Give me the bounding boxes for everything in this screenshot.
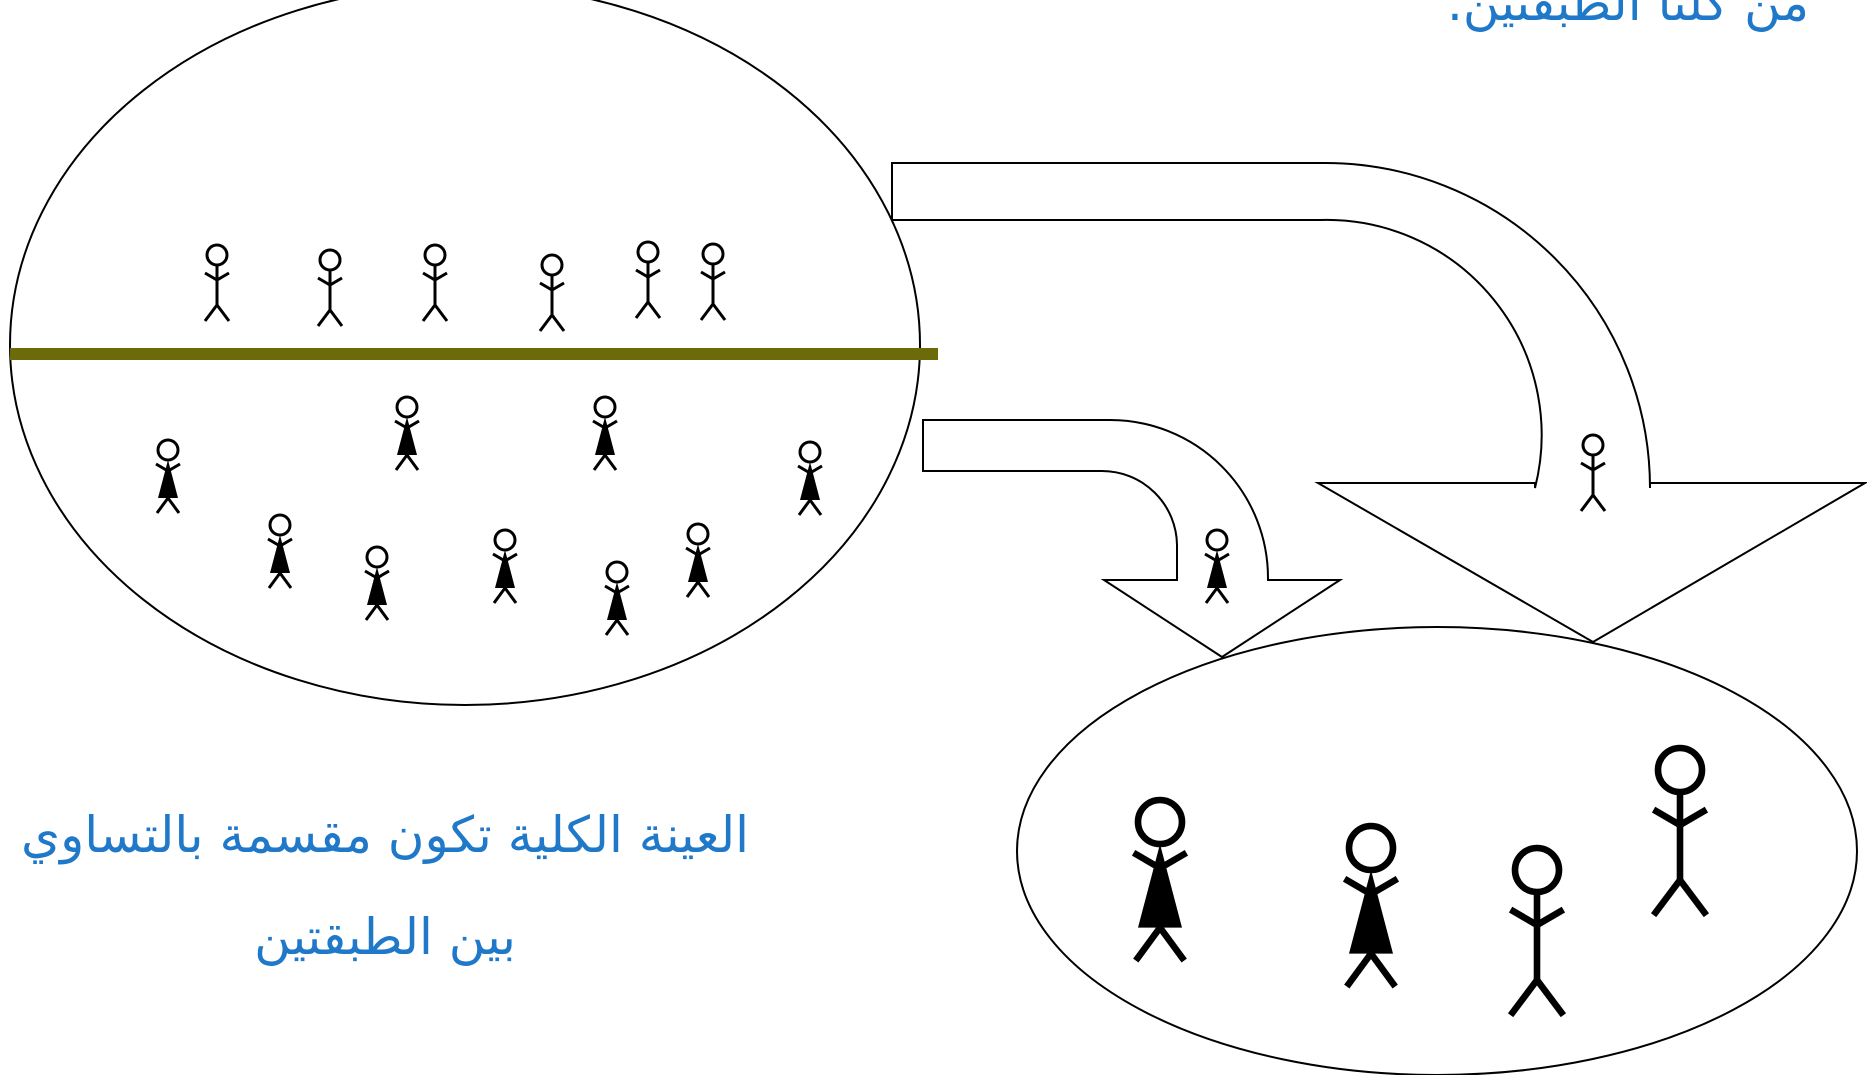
population-female-figure: [267, 513, 293, 589]
sample-female-figure: [1342, 822, 1400, 989]
people-figures: [155, 240, 1710, 1018]
population-female-figure: [592, 395, 618, 471]
transit-male-figure: [1579, 433, 1607, 512]
top-text-fragment: من كلتا الطبقتين.: [1447, 0, 1809, 32]
population-female-figure: [364, 545, 390, 621]
sample-male-figure: [1650, 744, 1710, 918]
population-male-figure: [634, 240, 662, 319]
sample-ellipse: [1016, 626, 1858, 1075]
population-female-figure: [394, 395, 420, 471]
small-arrow: [922, 419, 1344, 659]
sample-female-figure: [1131, 796, 1189, 963]
population-female-figure: [685, 522, 711, 598]
population-female-figure: [797, 440, 823, 516]
population-male-figure: [699, 242, 727, 321]
transit-female-figure: [1204, 528, 1230, 604]
caption-line-2: بين الطبقتين: [254, 908, 516, 966]
population-female-figure: [155, 438, 181, 514]
population-female-figure: [604, 560, 630, 636]
caption-line-1: العينة الكلية تكون مقسمة بالتساوي: [20, 806, 750, 864]
population-male-figure: [421, 243, 449, 322]
large-arrow: [891, 162, 1867, 644]
sample-male-figure: [1507, 844, 1567, 1018]
population-male-figure: [203, 243, 231, 322]
population-female-figure: [492, 528, 518, 604]
population-male-figure: [538, 253, 566, 332]
population-male-figure: [316, 248, 344, 327]
population-ellipse: [9, 0, 921, 706]
